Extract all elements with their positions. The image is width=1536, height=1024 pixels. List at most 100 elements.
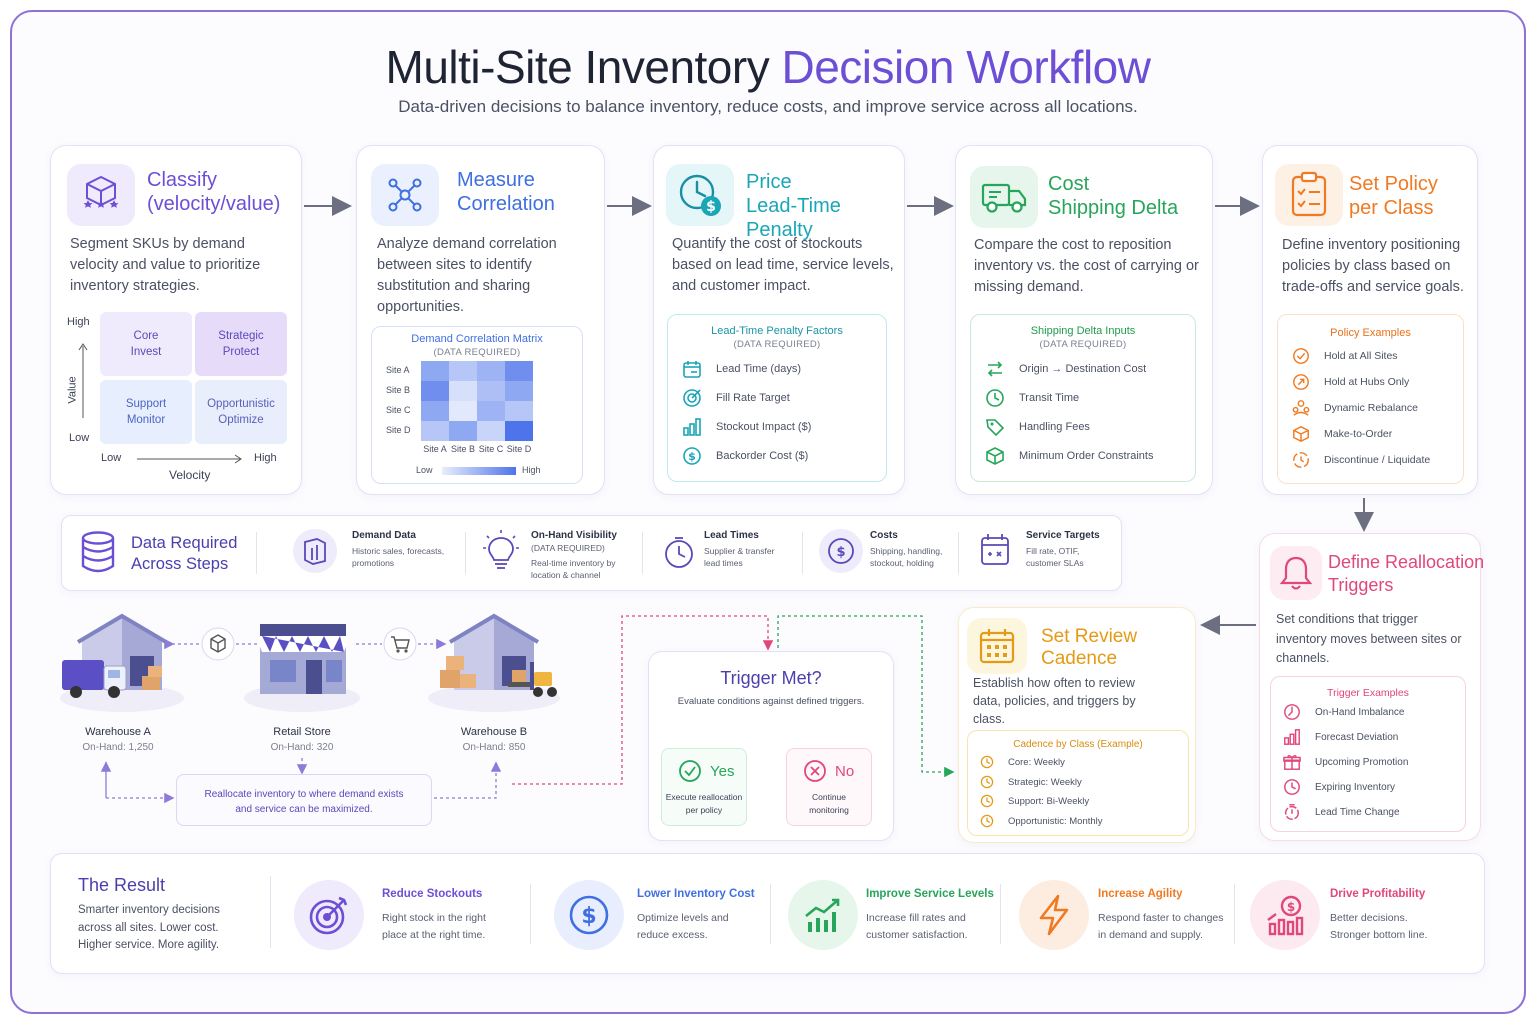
correlation-desc: Analyze demand correlation between sites… [377,236,557,315]
matrix-row-label: Site C [386,405,411,415]
classify-title: Classify(velocity/value) [147,169,281,215]
trigger-examples-box: Trigger Examples On-Hand Imbalance Forec… [1270,676,1466,832]
matrix-col-label: Site C [478,444,504,454]
growth-chart-icon [788,880,858,950]
result-item-title: Increase Agility [1098,888,1183,900]
cadence-opportunistic: Opportunistic: Monthly [980,814,1103,828]
factor-lead-time: Lead Time (days) [682,359,801,379]
dollar-coin-icon: $ [554,880,624,950]
matrix-cell [505,361,533,381]
matrix-row-label: Site B [386,385,411,395]
divider [1000,884,1001,944]
trigger-lead-time-change: Lead Time Change [1283,803,1400,821]
calendar-grid-icon [967,618,1027,674]
result-item-title: Reduce Stockouts [382,888,483,900]
result-item-title: Lower Inventory Cost [637,888,755,900]
matrix-row-label: Site D [386,425,411,435]
result-title: The Result [78,875,166,895]
warehouse-b-onhand: On-Hand: 850 [462,742,526,753]
matrix-cell [421,401,449,421]
svg-text:$: $ [581,904,596,929]
classify-x-axis-label: Velocity [169,468,211,482]
result-item-title: Drive Profitability [1330,888,1426,900]
cadence-strategic: Strategic: Weekly [980,775,1082,789]
policy-discontinue: Discontinue / Liquidate [1292,451,1430,469]
classify-desc: Segment SKUs by demand velocity and valu… [70,236,261,294]
divider [770,884,771,944]
matrix-cell [505,421,533,441]
cadence-core: Core: Weekly [980,755,1065,769]
timer-alert-icon [1284,804,1300,820]
matrix-cell [421,421,449,441]
trigger-expiring-inventory: Expiring Inventory [1283,778,1395,796]
correlation-matrix: Demand Correlation Matrix (DATA REQUIRED… [371,326,583,484]
cart-flow-icon [383,627,417,661]
cube-stars-icon [67,164,135,226]
policy-dynamic: Dynamic Rebalance [1292,399,1418,417]
reallocate-note: Reallocate inventory to where demand exi… [176,774,432,826]
matrix-cell [477,381,505,401]
lightbulb-icon [483,530,519,569]
result-strip [50,853,1485,974]
review-cadence-desc: Establish how often to review data, poli… [973,676,1136,726]
matrix-col-label: Site D [506,444,532,454]
dashed-circle-icon [1293,452,1309,468]
trigger-onhand-imbalance: On-Hand Imbalance [1283,703,1405,721]
input-handling-fees: Handling Fees [985,417,1090,437]
warehouse-b-name: Warehouse B [460,726,528,738]
matrix-col-label: Site A [423,444,447,454]
trigger-forecast-deviation: Forecast Deviation [1283,728,1398,746]
clipboard-checklist-icon [1275,164,1343,226]
divider [1234,884,1235,944]
target-arrow-icon [294,880,364,950]
policy-desc: Define inventory positioning policies by… [1282,237,1464,295]
database-icon [81,531,115,573]
target-icon [683,389,701,407]
swap-arrows-icon [987,361,1003,377]
retail-store-name: Retail Store [273,726,331,738]
bar-chart-icon [1284,729,1300,745]
trigger-met-desc: Evaluate conditions against defined trig… [677,696,865,707]
price-factors-title: Lead-Time Penalty Factors [711,325,843,337]
data-item-onhand: On-Hand Visibility(DATA REQUIRED)Real-ti… [481,528,617,581]
gift-icon [1283,755,1301,770]
matrix-cell [505,401,533,421]
people-icon [1292,400,1310,416]
matrix-legend-high: High [522,465,541,475]
clock-icon [1284,779,1300,795]
classify-x-high: High [254,452,277,464]
policy-make-to-order: Make-to-Order [1292,425,1392,443]
svg-text:$: $ [706,199,716,215]
check-circle-icon [1293,348,1309,364]
factor-fill-rate: Fill Rate Target [682,388,790,408]
svg-text:$: $ [836,545,845,560]
truck-icon [970,166,1038,228]
classify-x-low: Low [101,452,122,464]
y-axis-arrow [78,343,88,418]
calendar-icon [683,361,701,378]
svg-text:$: $ [1287,900,1295,914]
matrix-col-label: Site B [450,444,475,454]
factor-backorder-cost: $Backorder Cost ($) [682,446,808,466]
box-flow-icon [201,627,235,661]
cadence-box-title: Cadence by Class (Example) [1013,739,1143,750]
page-title: Multi-Site Inventory Decision Workflow [385,41,1151,93]
warehouse-a-name: Warehouse A [85,726,151,738]
shipping-desc: Compare the cost to reposition inventory… [974,237,1199,295]
x-circle-icon [804,760,826,782]
divider [530,884,531,944]
clock-icon [980,775,994,789]
